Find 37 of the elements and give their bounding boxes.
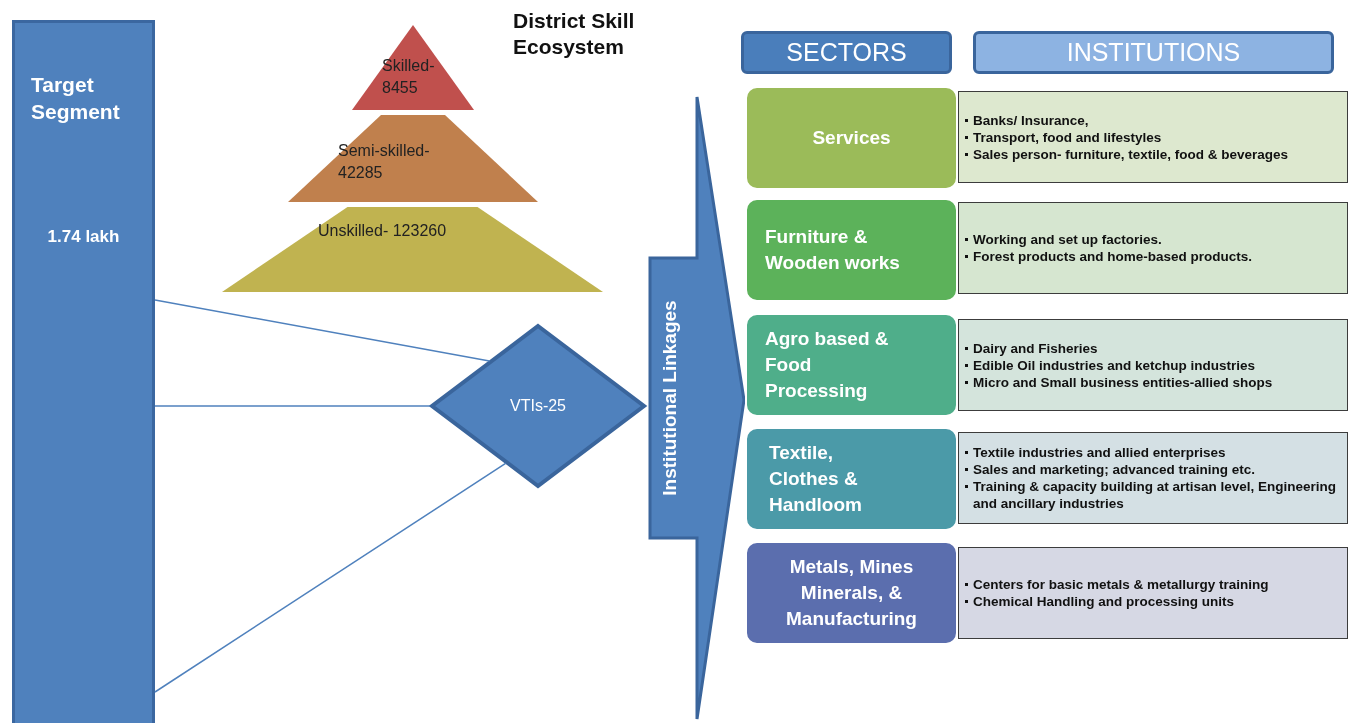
bullet-item: Sales and marketing; advanced training etc. — [973, 461, 1256, 478]
column-header: INSTITUTIONS — [973, 31, 1334, 74]
bullet-item: Banks/ Insurance, — [973, 111, 1089, 129]
sector-box: Furniture & Wooden works — [745, 198, 958, 302]
institution-box — [958, 91, 1348, 183]
connector-line — [154, 405, 431, 407]
institution-box — [958, 432, 1348, 524]
sector-box: Agro based & Food Processing — [745, 313, 958, 417]
bullet-item: Centers for basic metals & metallurgy training — [973, 576, 1269, 593]
bullet-item: Training & capacity building at artisan level, Engineering and ancillary industries — [973, 478, 1338, 512]
diamond-label: VTIs-25 — [510, 397, 566, 415]
bar-value: 1.74 lakh — [46, 226, 121, 248]
tier-label: Skilled- 8455 — [382, 56, 436, 98]
bullet-item: Dairy and Fisheries — [973, 339, 1098, 357]
column-header: SECTORS — [741, 31, 952, 74]
bullet-item: Chemical Handling and processing units — [973, 593, 1235, 610]
bullet-item: Edible Oil industries and ketchup industries — [973, 356, 1256, 374]
tier-label: Semi-skilled- 42285 — [338, 141, 431, 183]
bullet-item: Sales person- furniture, textile, food & beverages — [973, 145, 1289, 163]
connector-line — [154, 299, 491, 362]
bullet-item: Transport, food and lifestyles — [973, 128, 1162, 146]
bullet-item: Textile industries and allied enterprises — [973, 444, 1226, 461]
connector-line — [154, 462, 507, 693]
bullet-item: Forest products and home-based products. — [973, 248, 1253, 265]
sector-box: Services — [745, 86, 958, 190]
bullet-item: Micro and Small business entities-allied shops — [973, 373, 1273, 391]
institution-box — [958, 319, 1348, 411]
sector-box: Textile, Clothes & Handloom — [745, 427, 958, 531]
target-segment-bar — [12, 20, 155, 723]
sector-box: Metals, Mines Minerals, & Manufacturing — [745, 541, 958, 645]
institution-box — [958, 547, 1348, 639]
arrow-label: Institutional Linkages — [658, 299, 681, 498]
institution-box — [958, 202, 1348, 294]
diagram-title: District Skill Ecosystem — [513, 8, 636, 60]
bullet-item: Working and set up factories. — [973, 231, 1162, 248]
bar-heading: Target Segment — [30, 72, 121, 125]
tier-label: Unskilled- 123260 — [318, 221, 448, 241]
